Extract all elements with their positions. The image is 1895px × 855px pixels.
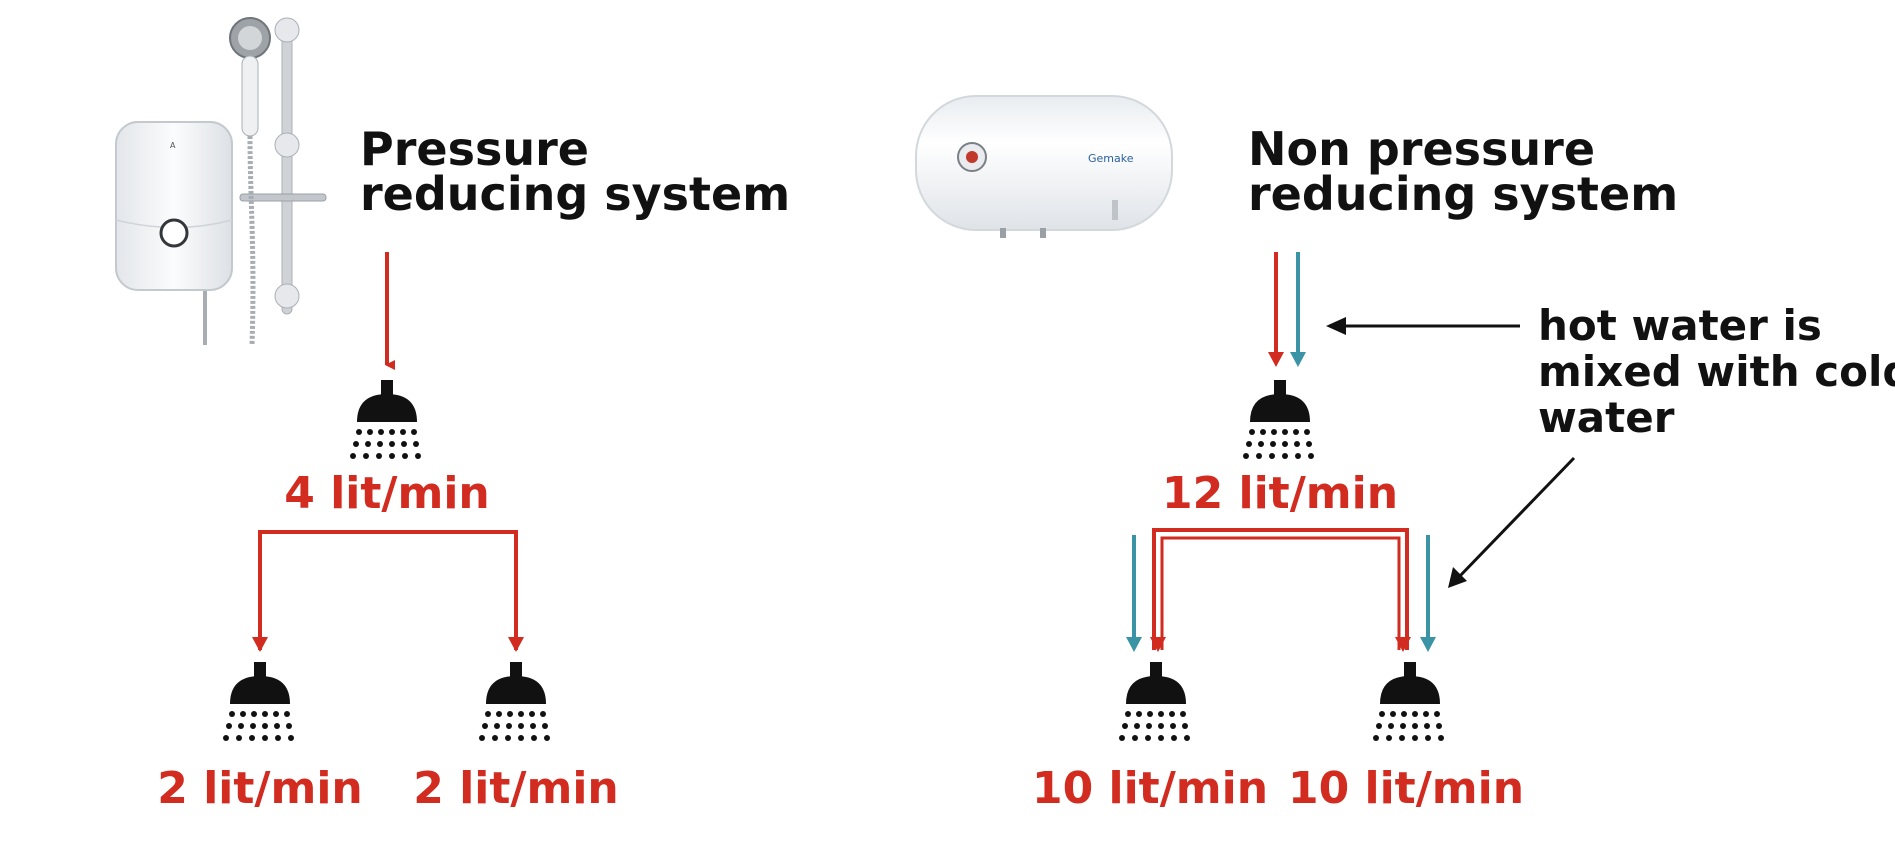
instant-electric-heater-icon: A bbox=[115, 17, 327, 346]
svg-text:A: A bbox=[170, 141, 176, 150]
shower-head-icon bbox=[1119, 662, 1190, 741]
left-flow-bottom-right: 2 lit/min bbox=[413, 763, 618, 814]
left-split-pipe bbox=[258, 530, 518, 650]
heater-brand-label: Gemake bbox=[1088, 152, 1134, 165]
storage-water-heater-icon: Gemake bbox=[915, 95, 1173, 238]
right-flow-bottom-right: 10 lit/min bbox=[1288, 763, 1524, 814]
left-flow-bottom-left: 2 lit/min bbox=[157, 763, 362, 814]
pointer-arrow-icon bbox=[1326, 317, 1520, 335]
shower-head-icon bbox=[479, 662, 550, 741]
left-split-arrowhead-right bbox=[508, 637, 524, 652]
pointer-arrow-icon bbox=[1448, 456, 1576, 588]
shower-head-icon bbox=[350, 380, 421, 459]
right-flow-bottom-left: 10 lit/min bbox=[1032, 763, 1268, 814]
left-title-line2: reducing system bbox=[360, 167, 790, 221]
left-title-line1: Pressure bbox=[360, 122, 589, 176]
right-title-line1: Non pressure bbox=[1248, 122, 1595, 176]
shower-head-icon bbox=[1373, 662, 1444, 741]
mixing-note-line3: water bbox=[1538, 393, 1675, 442]
mixing-note-line2: mixed with cold bbox=[1538, 347, 1895, 396]
shower-head-icon bbox=[223, 662, 294, 741]
left-flow-top: 4 lit/min bbox=[284, 468, 489, 519]
right-split-pipe bbox=[1152, 528, 1409, 650]
mixing-note-line1: hot water is bbox=[1538, 301, 1822, 350]
shower-head-icon bbox=[1243, 380, 1314, 459]
right-flow-top: 12 lit/min bbox=[1162, 468, 1398, 519]
right-title-line2: reducing system bbox=[1248, 167, 1678, 221]
left-split-arrowhead-left bbox=[252, 637, 268, 652]
